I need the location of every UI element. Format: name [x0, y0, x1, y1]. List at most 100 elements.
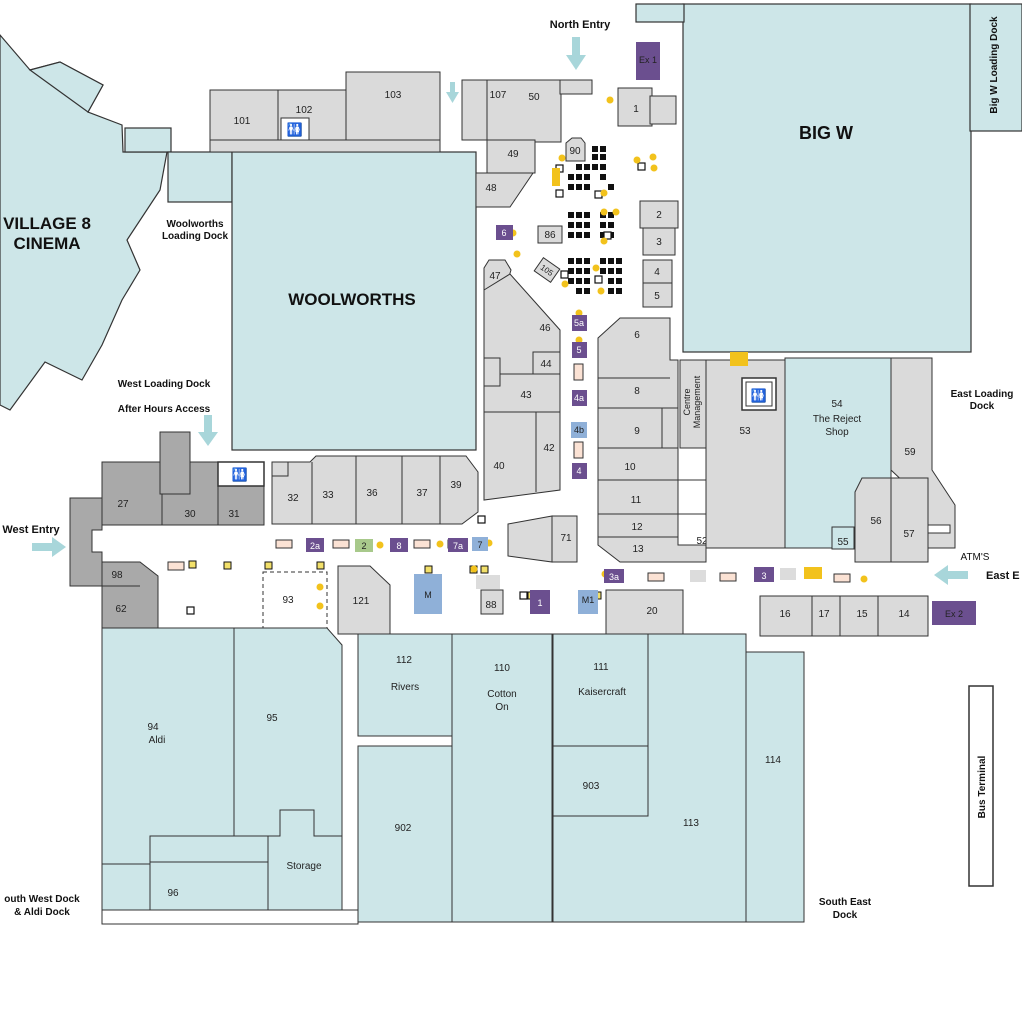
shop-95[interactable]: [233, 627, 343, 837]
kiosk-m[interactable]: [414, 574, 442, 614]
shop-113[interactable]: [552, 633, 747, 923]
shop-56[interactable]: [854, 477, 892, 563]
exit-2[interactable]: [932, 601, 976, 625]
shop-54-number: 54: [831, 399, 843, 410]
toilets-north-icon: [280, 117, 310, 141]
north-strip: [209, 139, 441, 153]
kiosk-5a[interactable]: [572, 315, 587, 331]
shop-40-label: 40: [493, 461, 505, 472]
west-loading-dock-label: West Loading Dock: [118, 379, 211, 390]
shop-110-number: 110: [494, 663, 510, 674]
shop-98-62[interactable]: [101, 561, 159, 629]
shop-37-label: 37: [416, 488, 428, 499]
central-block[interactable]: [483, 273, 561, 501]
shop-16[interactable]: [759, 595, 813, 637]
kiosk-m1[interactable]: [578, 590, 598, 614]
kiosk-2[interactable]: [355, 539, 373, 552]
shop-105[interactable]: [533, 257, 561, 283]
kiosk-4a[interactable]: [572, 390, 587, 406]
kiosk-4b[interactable]: [571, 422, 587, 438]
centre-management-label-1: Centre: [682, 388, 692, 415]
north-entry-arrow: [566, 37, 586, 70]
kiosk-2a[interactable]: [306, 538, 324, 552]
kiosk-6-label: 6: [501, 228, 506, 238]
after-hours-label: After Hours Access: [118, 404, 211, 415]
kiosk-1-label: 1: [537, 598, 542, 608]
shop-14[interactable]: [877, 595, 929, 637]
kiosk-2a-label: 2a: [310, 541, 320, 551]
toilets-north-glyph: 🚻: [287, 122, 303, 138]
exit-2-label: Ex 2: [945, 609, 963, 619]
shop-9-label: 9: [634, 426, 640, 437]
shop-55[interactable]: [831, 526, 855, 550]
food-court-yellow-block: [552, 168, 560, 186]
shop-49[interactable]: [486, 139, 536, 174]
shop-47-label: 47: [489, 271, 501, 282]
kiosk-seat-2: [573, 441, 584, 459]
shop-5[interactable]: [642, 282, 673, 308]
shop-902[interactable]: [357, 745, 453, 923]
shop-93[interactable]: [262, 571, 328, 629]
kiosk-5[interactable]: [572, 342, 587, 358]
west-block[interactable]: [101, 461, 219, 526]
bus-terminal[interactable]: [968, 685, 994, 887]
centre-management-office[interactable]: [679, 359, 707, 449]
shop-20-label: 20: [646, 606, 658, 617]
kiosk-m-label: M: [424, 590, 432, 600]
shop-111-kaisercraft[interactable]: [552, 633, 649, 747]
kiosk-4b-label: 4b: [574, 425, 584, 435]
shop-88[interactable]: [480, 589, 504, 615]
shop-94-aldi[interactable]: [101, 627, 235, 865]
kiosk-7a-label: 7a: [453, 541, 463, 551]
shop-50[interactable]: [486, 79, 562, 143]
shop-110-cotton-on[interactable]: [451, 633, 553, 923]
shop-121[interactable]: [337, 565, 391, 635]
shop-86[interactable]: [537, 225, 563, 244]
shop-96[interactable]: [149, 861, 269, 911]
bigw-store[interactable]: [682, 3, 972, 353]
woolworths-store[interactable]: [231, 151, 477, 451]
north-entry-label: North Entry: [550, 19, 611, 31]
shop-93-label: 93: [282, 595, 294, 606]
shop-17[interactable]: [811, 595, 841, 637]
north-side-arrow: [446, 82, 459, 103]
shop-14-label: 14: [898, 609, 910, 620]
east-block[interactable]: [597, 317, 707, 563]
kiosk-4[interactable]: [572, 463, 587, 479]
kiosk-6[interactable]: [496, 225, 513, 240]
shop-48[interactable]: [475, 172, 534, 208]
bigw-loading-dock: [969, 3, 1022, 132]
kiosk-3a[interactable]: [604, 569, 624, 583]
shop-111-name: Kaisercraft: [578, 687, 626, 698]
kiosk-7a[interactable]: [448, 538, 468, 552]
shop-32-label: 32: [287, 493, 299, 504]
shop-30-label: 30: [184, 509, 196, 520]
kiosk-7[interactable]: [472, 537, 488, 551]
shop-27-label: 27: [117, 499, 129, 510]
shop-114-label: 114: [765, 755, 781, 766]
shop-13-label: 13: [632, 544, 644, 555]
food-court-seating: [568, 146, 622, 294]
shop-31[interactable]: [217, 485, 265, 526]
kiosk-3[interactable]: [754, 567, 774, 582]
shop-57[interactable]: [890, 477, 929, 563]
kiosk-8[interactable]: [390, 538, 408, 552]
shop-112-rivers[interactable]: [357, 633, 453, 737]
west-arcade[interactable]: [271, 455, 479, 525]
east-loading-dock-label-2: Dock: [970, 401, 995, 412]
shop-32-nib: [271, 461, 289, 477]
shop-5-label: 5: [654, 291, 660, 302]
shop-903[interactable]: [552, 745, 649, 817]
shop-50-label: 50: [528, 92, 540, 103]
kiosk-3-label: 3: [761, 571, 766, 581]
shop-20[interactable]: [605, 589, 684, 635]
kiosk-1[interactable]: [530, 590, 550, 614]
shop-114[interactable]: [745, 651, 805, 923]
exit-1[interactable]: [636, 42, 660, 80]
shop-103[interactable]: [345, 71, 441, 145]
food-court-atm-dots: [509, 96, 658, 344]
shop-90[interactable]: [565, 137, 586, 162]
shop-3[interactable]: [642, 227, 676, 256]
shop-2[interactable]: [639, 200, 679, 229]
shop-71[interactable]: [507, 515, 553, 563]
